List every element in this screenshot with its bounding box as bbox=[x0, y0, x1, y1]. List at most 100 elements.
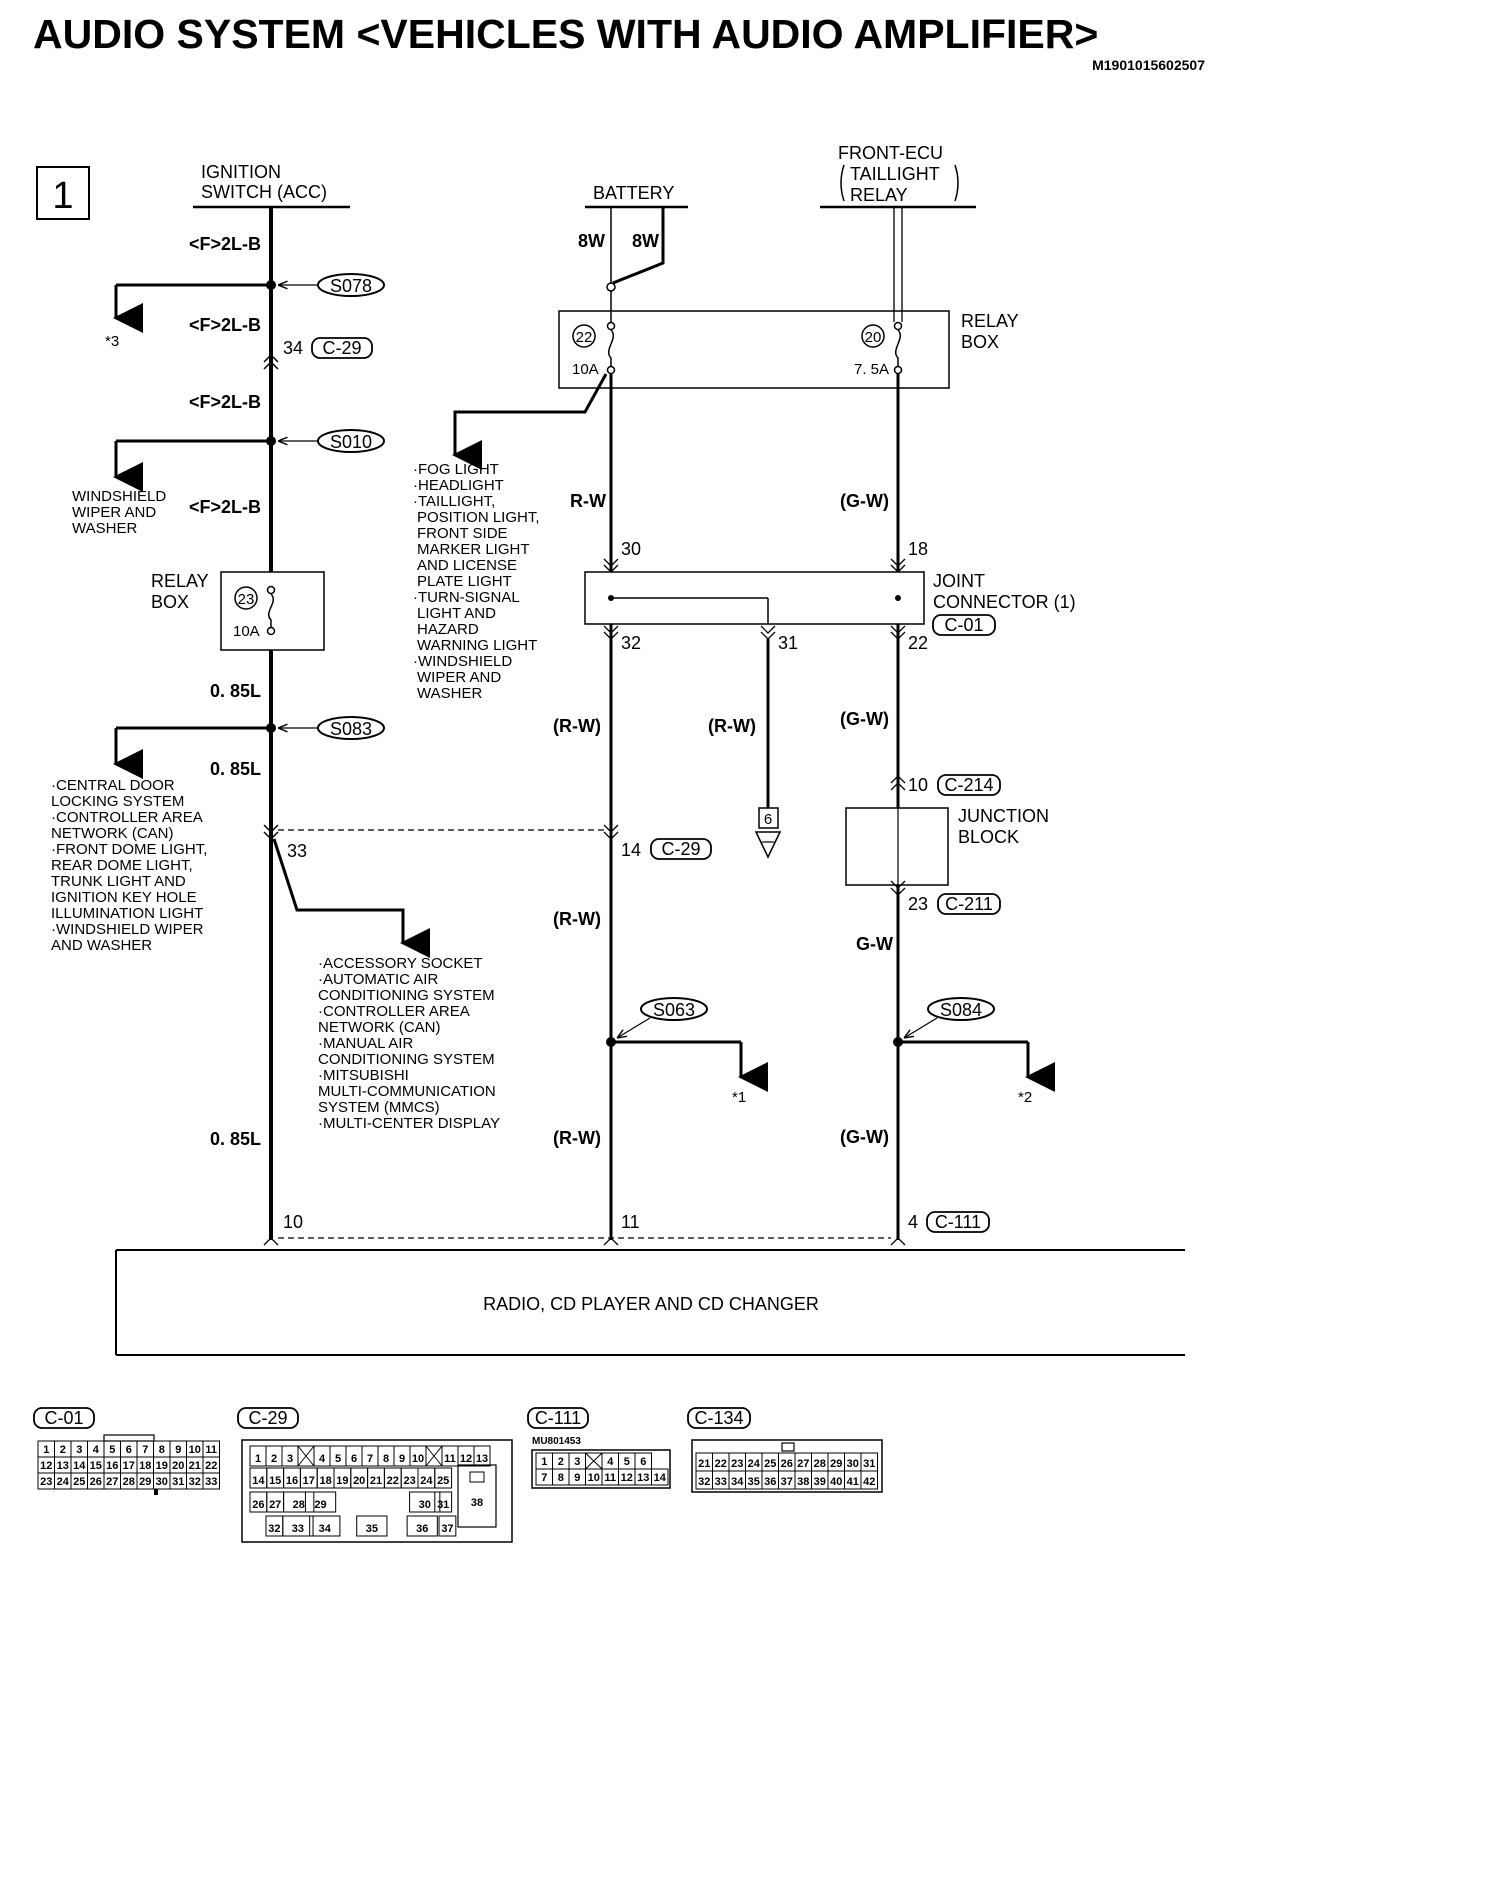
c29-grid-pin-27: 27 bbox=[269, 1499, 281, 1511]
c01-grid-pin-5: 5 bbox=[109, 1444, 115, 1456]
splice-s078: S078 bbox=[113, 273, 385, 333]
ignition-switch-source: IGNITION SWITCH (ACC) bbox=[193, 162, 350, 209]
c29-grid-pin-22: 22 bbox=[387, 1475, 399, 1487]
fuse22-dest-13: ·WINDSHIELD bbox=[413, 653, 512, 670]
c29-grid-pin-28: 28 bbox=[293, 1499, 305, 1511]
c134-grid-pin-25: 25 bbox=[764, 1458, 776, 1470]
c01-grid-pin-10: 10 bbox=[189, 1444, 201, 1456]
splice-label-s084: S084 bbox=[940, 1000, 982, 1020]
wire-label-085l-2: 0. 85L bbox=[210, 759, 261, 779]
c134-grid-pin-22: 22 bbox=[715, 1458, 727, 1470]
c134-grid-pin-34: 34 bbox=[731, 1476, 744, 1488]
c29-grid-pin-5: 5 bbox=[335, 1453, 341, 1465]
c29-grid-pin-3: 3 bbox=[287, 1453, 293, 1465]
c29-grid-pin-8: 8 bbox=[383, 1453, 389, 1465]
c134-grid-pin-27: 27 bbox=[797, 1458, 809, 1470]
c01-grid-pin-15: 15 bbox=[90, 1460, 102, 1472]
connector-view-c134-title: C-134 bbox=[694, 1408, 743, 1428]
fuse22-dest-11: HAZARD bbox=[417, 621, 479, 638]
c111-grid-pin-11: 11 bbox=[604, 1472, 616, 1484]
c01-grid-pin-13: 13 bbox=[57, 1460, 69, 1472]
ground-ref-number: 6 bbox=[764, 811, 772, 828]
splice-label-s078: S078 bbox=[330, 276, 372, 296]
relay-box-right-label-1: RELAY bbox=[961, 311, 1019, 331]
sheet-number: 1 bbox=[52, 175, 73, 217]
relay-box-right: RELAY BOX 22 10A 20 7. 5A bbox=[558, 310, 1019, 389]
pin33-dest-2: ·AUTOMATIC AIR bbox=[318, 971, 438, 988]
pin33-dest-8: ·MITSUBISHI bbox=[318, 1067, 409, 1084]
c01-grid-pin-17: 17 bbox=[123, 1460, 135, 1472]
pin33-dest-1: ·ACCESSORY SOCKET bbox=[318, 955, 483, 972]
c01-grid-pin-12: 12 bbox=[40, 1460, 52, 1472]
splice-s084: S084 bbox=[893, 997, 1055, 1092]
c29-grid-pin-6: 6 bbox=[351, 1453, 357, 1465]
pin33-dest-5: NETWORK (CAN) bbox=[318, 1019, 441, 1036]
fuse22-dest-3: ·TAILLIGHT, bbox=[413, 493, 495, 510]
connector-view-c29-title: C-29 bbox=[248, 1408, 287, 1428]
fuse22-dest-8: PLATE LIGHT bbox=[417, 573, 512, 590]
connector-c29-label-2: C-29 bbox=[661, 839, 700, 859]
c29-grid-pin-20: 20 bbox=[353, 1475, 365, 1487]
c29-pin-38: 38 bbox=[471, 1497, 483, 1509]
c29-grid-pin-21: 21 bbox=[370, 1475, 382, 1487]
c29-grid-pin-26: 26 bbox=[252, 1499, 264, 1511]
c01-grid-pin-23: 23 bbox=[40, 1476, 52, 1488]
s083-dest-11: AND WASHER bbox=[51, 937, 152, 954]
connector-c214-label: C-214 bbox=[944, 775, 993, 795]
c134-grid-pin-36: 36 bbox=[764, 1476, 776, 1488]
fuse22-destinations: ·FOG LIGHT ·HEADLIGHT ·TAILLIGHT, POSITI… bbox=[413, 461, 540, 702]
s083-dest-8: IGNITION KEY HOLE bbox=[51, 889, 197, 906]
c111-grid-pin-6: 6 bbox=[640, 1456, 646, 1468]
fuse22-dest-5: FRONT SIDE bbox=[417, 525, 508, 542]
s083-destinations: ·CENTRAL DOOR LOCKING SYSTEM ·CONTROLLER… bbox=[51, 777, 207, 954]
ignition-label-2: SWITCH (ACC) bbox=[201, 182, 327, 202]
c29-grid-pin-9: 9 bbox=[399, 1453, 405, 1465]
junction-block: 10 C-214 JUNCTION BLOCK 23 C-211 bbox=[845, 774, 1049, 915]
wire-label-rw: R-W bbox=[570, 491, 606, 511]
wire-label-f2lb-3: <F>2L-B bbox=[189, 392, 261, 412]
splice-s063: S063 bbox=[606, 997, 768, 1092]
c01-grid-pin-27: 27 bbox=[106, 1476, 118, 1488]
c29-grid-pin-12: 12 bbox=[460, 1453, 472, 1465]
wire-label-rw-paren-1: (R-W) bbox=[553, 716, 601, 736]
c111-grid-pin-5: 5 bbox=[624, 1456, 630, 1468]
c01-grid-pin-18: 18 bbox=[139, 1460, 151, 1472]
c29-grid-pin-36: 36 bbox=[416, 1523, 428, 1535]
c134-grid-pin-39: 39 bbox=[814, 1476, 826, 1488]
connector-c29-pin33-branch: 33 bbox=[263, 824, 430, 958]
wire-label-rw-paren-3: (R-W) bbox=[553, 1128, 601, 1148]
pin-18: 18 bbox=[908, 539, 928, 559]
c29-grid-pin-14: 14 bbox=[252, 1475, 265, 1487]
front-ecu-feed-wire bbox=[893, 207, 903, 322]
c29-grid-pin-32: 32 bbox=[268, 1523, 280, 1535]
c29-grid-pin-7: 7 bbox=[367, 1453, 373, 1465]
c111-grid-pin-3: 3 bbox=[574, 1456, 580, 1468]
joint-connector-label-1: JOINT bbox=[933, 571, 985, 591]
c134-grid-pin-28: 28 bbox=[814, 1458, 826, 1470]
c01-grid-pin-31: 31 bbox=[172, 1476, 184, 1488]
wire-label-rw-paren-4: (R-W) bbox=[708, 716, 756, 736]
sheet-number-box bbox=[36, 166, 90, 220]
fuse22-dest-12: WARNING LIGHT bbox=[417, 637, 537, 654]
connector-view-c01-title: C-01 bbox=[44, 1408, 83, 1428]
splice-label-s083: S083 bbox=[330, 719, 372, 739]
pin-23-c211: 23 bbox=[908, 894, 928, 914]
pin-10-c214: 10 bbox=[908, 775, 928, 795]
connector-c29-pin14: 14 C-29 bbox=[603, 824, 712, 860]
c111-part-number: MU801453 bbox=[532, 1436, 581, 1447]
c29-grid-pin-17: 17 bbox=[303, 1475, 315, 1487]
c29-grid-pin-1: 1 bbox=[255, 1453, 261, 1465]
fuse-20-rating: 7. 5A bbox=[854, 361, 889, 378]
pin33-dest-3: CONDITIONING SYSTEM bbox=[318, 987, 495, 1004]
pin-31: 31 bbox=[778, 633, 798, 653]
c01-grid-pin-6: 6 bbox=[126, 1444, 132, 1456]
fuse22-dest-9: ·TURN-SIGNAL bbox=[413, 589, 520, 606]
s083-dest-9: ILLUMINATION LIGHT bbox=[51, 905, 203, 922]
connector-view-c111-title: C-111 bbox=[535, 1408, 581, 1428]
c29-grid-pin-33: 33 bbox=[292, 1523, 304, 1535]
c29-grid-pin-37: 37 bbox=[441, 1523, 453, 1535]
s083-dest-6: REAR DOME LIGHT, bbox=[51, 857, 193, 874]
ref-star-1: *1 bbox=[732, 1089, 746, 1106]
